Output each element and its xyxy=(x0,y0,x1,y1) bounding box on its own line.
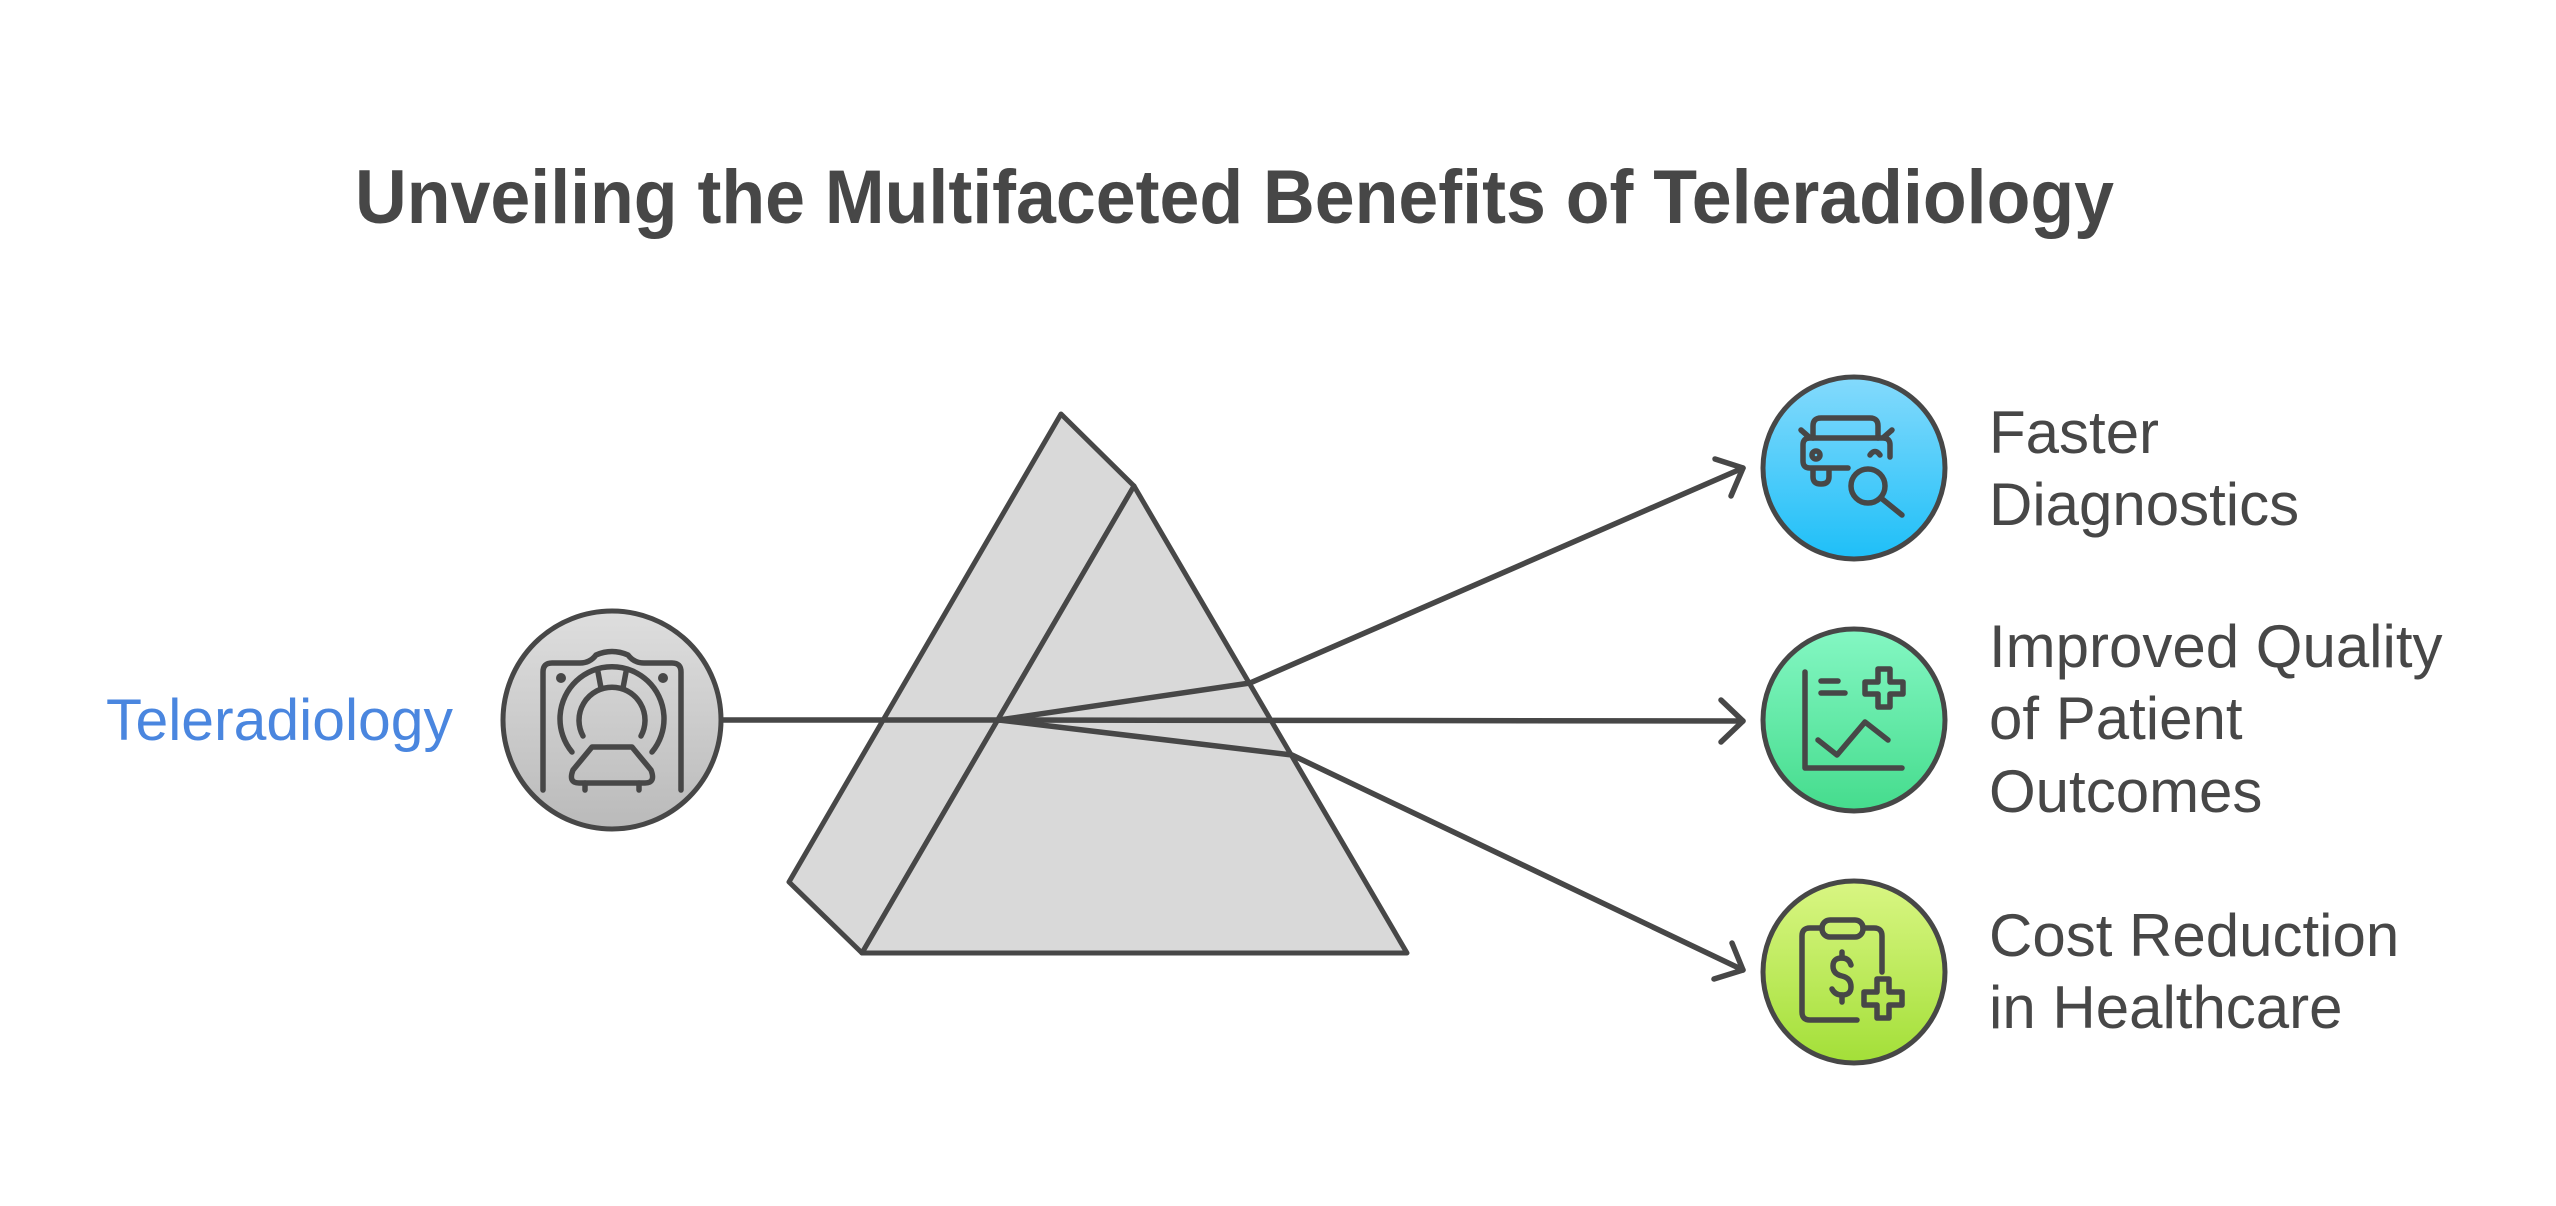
outcome-label-line: Faster xyxy=(1989,399,2159,466)
outcome-cost-reduction: Cost Reduction in Healthcare xyxy=(1760,878,2416,1066)
outcome-improved-quality: Improved Quality of Patient Outcomes xyxy=(1760,613,2459,825)
ct-scanner-icon xyxy=(540,648,684,793)
arrowhead-icon xyxy=(1712,456,1746,499)
car-search-icon xyxy=(1798,415,1905,518)
ray-to-cost-reduction xyxy=(996,717,1746,973)
outcome-label: Cost Reduction in Healthcare xyxy=(1989,902,2416,1041)
arrowhead-icon xyxy=(1718,697,1746,745)
clipboard-dollar-icon xyxy=(1799,917,1905,1023)
dispersed-rays xyxy=(996,465,1746,973)
diagram-title: Unveiling the Multifaceted Benefits of T… xyxy=(355,155,2114,240)
arrowheads xyxy=(1711,456,1746,982)
outcome-label-line: Improved Quality xyxy=(1989,613,2443,680)
outcome-label-line: of Patient xyxy=(1989,685,2243,752)
outcome-circle xyxy=(1760,878,1948,1066)
prism xyxy=(786,411,1410,956)
source-circle xyxy=(500,608,724,832)
outcome-label: Improved Quality of Patient Outcomes xyxy=(1989,613,2459,825)
ray-to-improved-quality xyxy=(996,717,1746,724)
arrowhead-icon xyxy=(1711,940,1746,982)
outcome-circle xyxy=(1760,374,1948,562)
outcome-circle xyxy=(1760,626,1948,814)
source-node xyxy=(500,608,724,832)
chart-plus-icon xyxy=(1802,666,1906,771)
outcome-label: Faster Diagnostics xyxy=(1989,399,2299,538)
outcome-label-line: in Healthcare xyxy=(1989,974,2343,1041)
outcome-label-line: Diagnostics xyxy=(1989,471,2299,538)
outcome-label-line: Cost Reduction xyxy=(1989,902,2399,969)
outcome-label-line: Outcomes xyxy=(1989,758,2262,825)
outcome-faster-diagnostics: Faster Diagnostics xyxy=(1760,374,2299,562)
ray-to-faster-diagnostics xyxy=(996,465,1746,723)
source-label: Teleradiology xyxy=(106,688,453,753)
